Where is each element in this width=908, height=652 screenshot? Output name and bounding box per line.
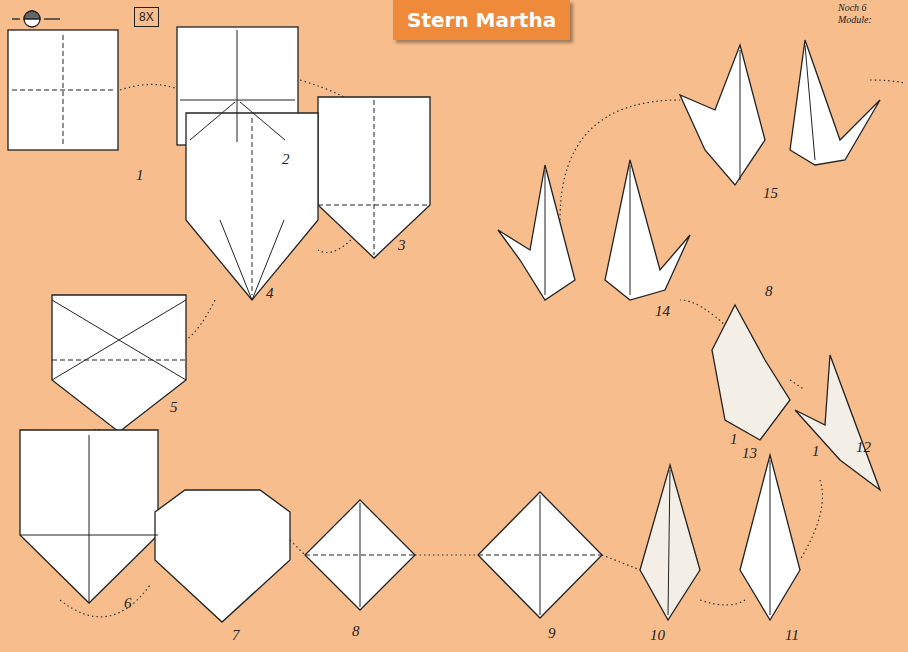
step-number: 1 [730, 432, 738, 447]
step-number: 8 [352, 624, 360, 639]
step-number: 11 [785, 628, 799, 643]
step-number: 14 [655, 304, 670, 319]
step-number: 6 [124, 596, 132, 611]
step-number: 8 [765, 284, 773, 299]
count-box: 8X [134, 7, 159, 27]
step-number: 10 [650, 628, 665, 643]
step-number: 15 [763, 186, 778, 201]
step-number: 1 [812, 444, 820, 459]
step-number: 4 [266, 286, 274, 301]
step-number: 5 [170, 400, 178, 415]
step-number: 2 [282, 152, 290, 167]
title-banner: Stern Martha [393, 0, 570, 40]
step-number: 1 [136, 168, 144, 183]
step-number: 3 [398, 238, 406, 253]
step-number: 13 [742, 446, 757, 461]
count-text: 8X [139, 10, 154, 24]
step-number: 9 [548, 626, 556, 641]
step-number: 7 [232, 628, 240, 643]
note-text: Noch 6 Module: [838, 2, 888, 26]
step-number: 12 [856, 440, 871, 455]
